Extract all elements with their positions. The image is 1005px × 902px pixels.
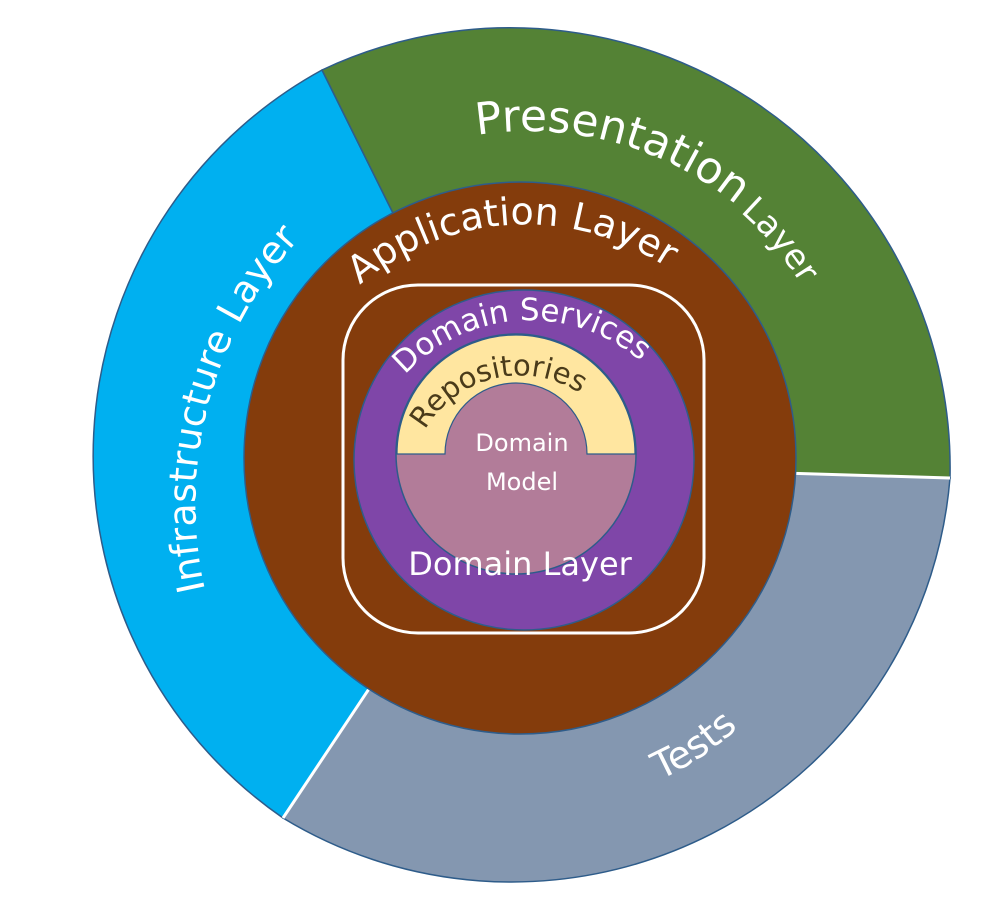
domain-layer-label: Domain Layer bbox=[408, 545, 632, 583]
domain-model-label-line1: Domain bbox=[475, 429, 568, 457]
repositories-band bbox=[396, 334, 636, 455]
domain-boundary bbox=[341, 283, 706, 635]
domain-model-label-line2: Model bbox=[486, 468, 558, 496]
